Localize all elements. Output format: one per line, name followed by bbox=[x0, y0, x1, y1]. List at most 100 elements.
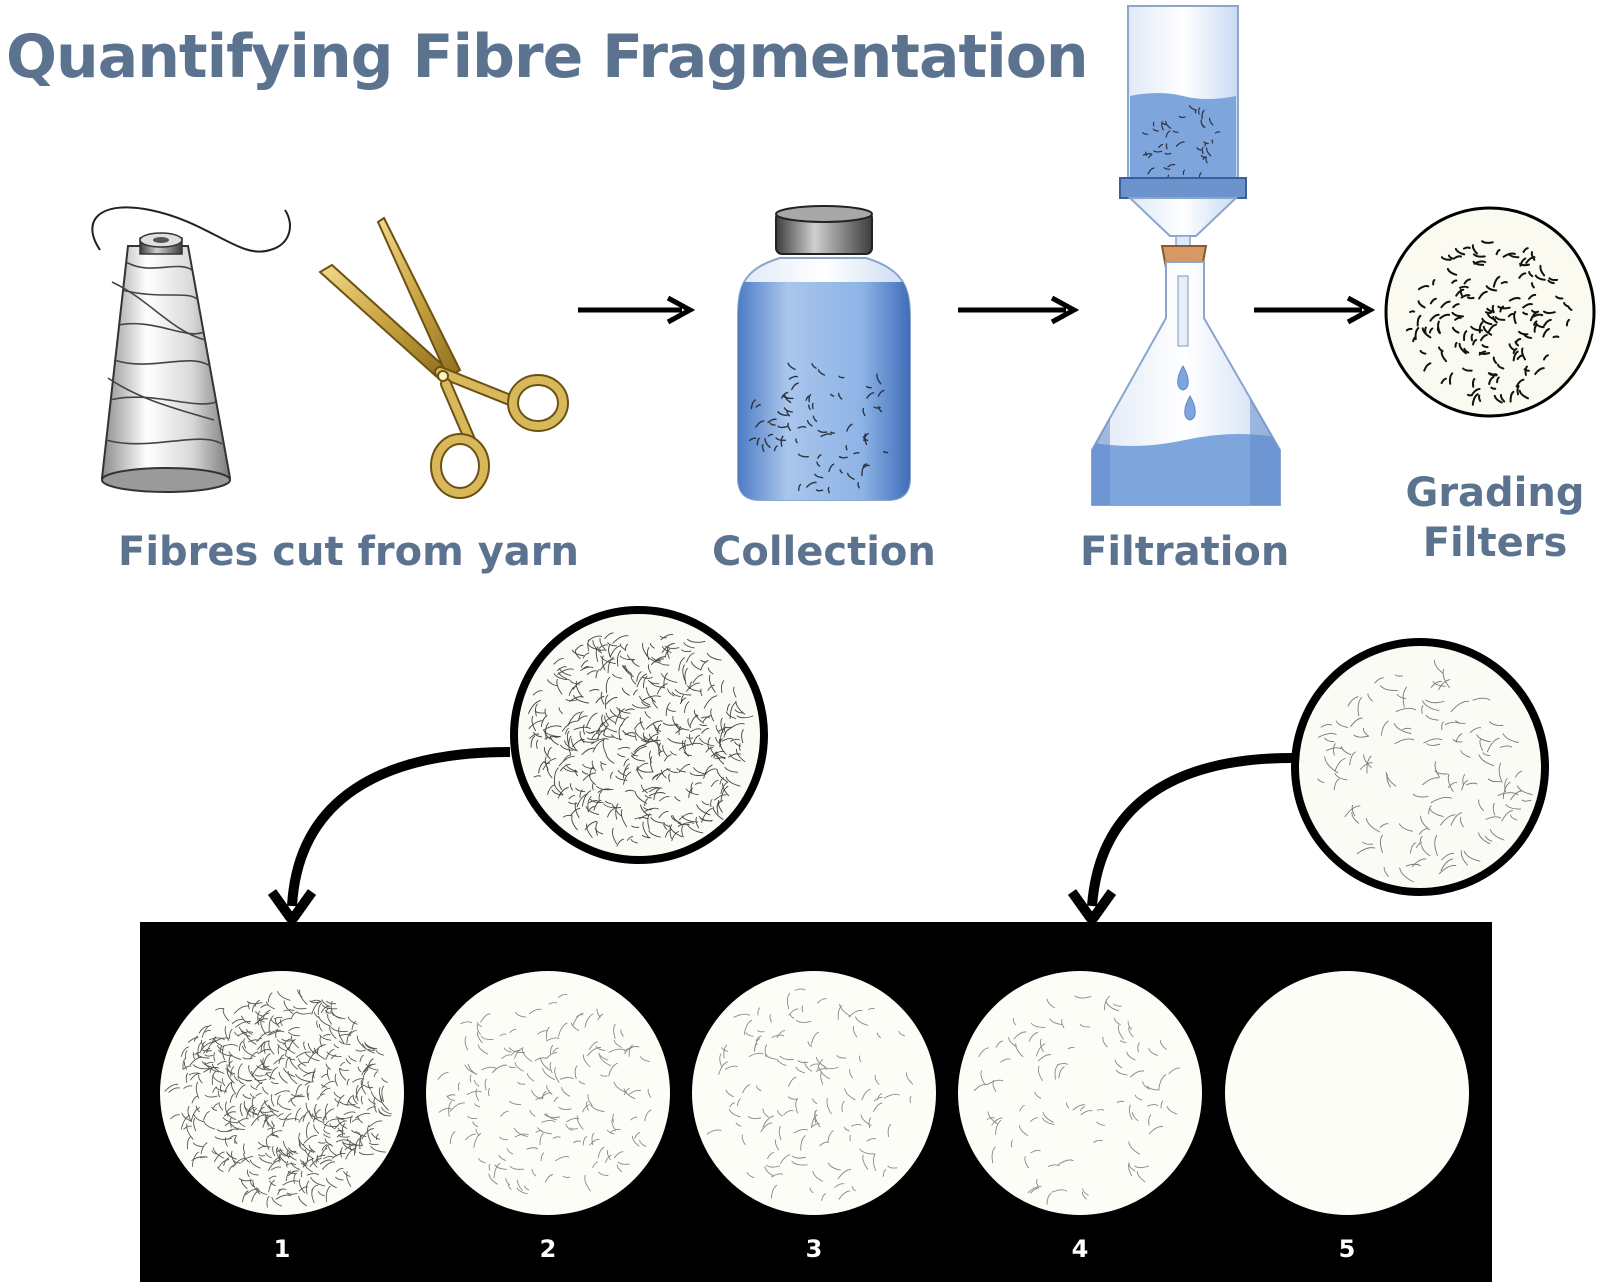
fibre-fragment bbox=[231, 1150, 237, 1166]
fibre-fragment bbox=[1046, 998, 1056, 1009]
fibre-fragment bbox=[719, 777, 725, 785]
fibre-fragment bbox=[760, 1122, 773, 1133]
fibre-fragment bbox=[537, 1127, 552, 1135]
fibre-fragment bbox=[514, 1133, 529, 1138]
fibre-fragment bbox=[741, 729, 744, 744]
fibre-fragment bbox=[186, 1123, 194, 1140]
fibre-fragment bbox=[218, 1159, 230, 1168]
fibre-fragment bbox=[692, 734, 701, 745]
fibre-fragment bbox=[811, 1114, 818, 1127]
fibre-fragment bbox=[274, 1090, 291, 1096]
fibre-fragment bbox=[801, 1005, 804, 1013]
fibre-fragment bbox=[1333, 743, 1336, 756]
fibre-fragment bbox=[621, 687, 630, 696]
fibre-fragment bbox=[675, 723, 690, 731]
fibre-fragment bbox=[544, 708, 547, 717]
fibre-fragment bbox=[715, 757, 726, 760]
fibre-fragment bbox=[1486, 313, 1497, 321]
fibre-fragment bbox=[618, 708, 622, 718]
fibre-fragment bbox=[354, 1138, 360, 1154]
fibre-fragment bbox=[1434, 770, 1448, 775]
fibre-fragment bbox=[241, 1045, 256, 1058]
fibre-fragment bbox=[1451, 311, 1464, 318]
fibre-fragment bbox=[828, 463, 835, 472]
fibre-fragment bbox=[623, 767, 630, 774]
fibre-fragment bbox=[1539, 264, 1546, 277]
fibre-fragment bbox=[1160, 1100, 1164, 1109]
fibre-fragment bbox=[656, 683, 668, 695]
fibre-fragment bbox=[593, 799, 602, 811]
fibre-fragment bbox=[636, 673, 648, 688]
fibre-fragment bbox=[726, 703, 731, 712]
fibre-fragment bbox=[1500, 281, 1508, 285]
fibre-fragment bbox=[636, 671, 642, 682]
fibre-fragment bbox=[351, 1020, 357, 1031]
fibre-fragment bbox=[721, 680, 725, 694]
fibre-fragment bbox=[1117, 1024, 1124, 1040]
fibre-fragment bbox=[1442, 668, 1450, 688]
fibre-fragment bbox=[586, 823, 593, 838]
fibre-fragment bbox=[1478, 321, 1484, 334]
filter-disc-icon bbox=[1384, 206, 1596, 418]
fibre-fragment bbox=[633, 689, 638, 696]
fibre-fragment bbox=[844, 1088, 856, 1101]
fibre-fragment bbox=[297, 1061, 308, 1067]
fibre-fragment bbox=[1548, 277, 1559, 282]
fibre-fragment bbox=[221, 1078, 226, 1087]
fibre-fragment bbox=[1051, 1189, 1068, 1193]
fibre-fragment bbox=[748, 437, 757, 442]
fibre-fragment bbox=[243, 1143, 246, 1154]
fibre-fragment bbox=[182, 1057, 187, 1070]
fibre-fragment bbox=[248, 1002, 250, 1010]
fibre-fragment bbox=[1516, 354, 1524, 361]
fibre-fragment bbox=[1402, 686, 1408, 708]
fibre-fragment bbox=[729, 753, 741, 762]
fibre-fragment bbox=[575, 787, 586, 793]
fibre-fragment bbox=[1543, 354, 1549, 361]
fibre-fragment bbox=[371, 1132, 381, 1140]
fibre-fragment bbox=[304, 1051, 320, 1062]
fibre-fragment bbox=[1425, 714, 1439, 721]
fibre-fragment bbox=[634, 729, 638, 741]
fibre-fragment bbox=[1079, 1106, 1085, 1112]
fibre-fragment bbox=[262, 1009, 271, 1020]
fibre-fragment bbox=[595, 696, 605, 704]
grade-filter-3: 3 bbox=[692, 971, 936, 1263]
fibre-fragment bbox=[585, 806, 600, 815]
fibre-fragment bbox=[517, 1179, 523, 1191]
fibre-fragment bbox=[516, 1187, 528, 1195]
fibre-fragment bbox=[1096, 1109, 1105, 1111]
fibre-fragment bbox=[316, 1093, 325, 1100]
fibre-fragment bbox=[368, 1120, 383, 1128]
fibre-fragment bbox=[1137, 1042, 1140, 1053]
fibre-fragment bbox=[547, 784, 555, 795]
fibre-fragment bbox=[1494, 316, 1506, 321]
fibre-fragment bbox=[812, 1170, 823, 1182]
fibre-fragment bbox=[508, 1183, 512, 1190]
fibre-fragment bbox=[774, 1139, 780, 1151]
fibre-fragment bbox=[236, 1118, 249, 1124]
fibre-fragment bbox=[514, 1062, 524, 1072]
fibre-fragment bbox=[1385, 771, 1397, 787]
fibre-fragment bbox=[1454, 316, 1462, 321]
fibre-fragment bbox=[569, 696, 584, 702]
fibre-fragment bbox=[566, 1117, 580, 1123]
fibre-fragment bbox=[531, 1089, 541, 1100]
fibre-fragment bbox=[613, 1023, 616, 1039]
fibre-fragment bbox=[306, 1085, 310, 1099]
fibre-fragment bbox=[779, 1055, 795, 1061]
fibre-fragment bbox=[193, 1035, 199, 1042]
fibre-fragment bbox=[1082, 1188, 1089, 1196]
fibre-fragment bbox=[853, 452, 860, 455]
fibre-fragment bbox=[639, 717, 645, 731]
fibre-fragment bbox=[316, 1020, 319, 1028]
fibre-fragment bbox=[1127, 1020, 1132, 1030]
fibre-fragment bbox=[838, 1190, 851, 1200]
fibre-fragment bbox=[1441, 852, 1455, 861]
fibre-fragment bbox=[449, 1102, 465, 1112]
fibre-fragment bbox=[663, 823, 668, 830]
fibre-fragment bbox=[809, 1187, 814, 1194]
step-label-grading-line2: Filters bbox=[1422, 520, 1568, 566]
fibre-fragment bbox=[1363, 754, 1372, 768]
fibre-fragment bbox=[263, 1065, 270, 1070]
